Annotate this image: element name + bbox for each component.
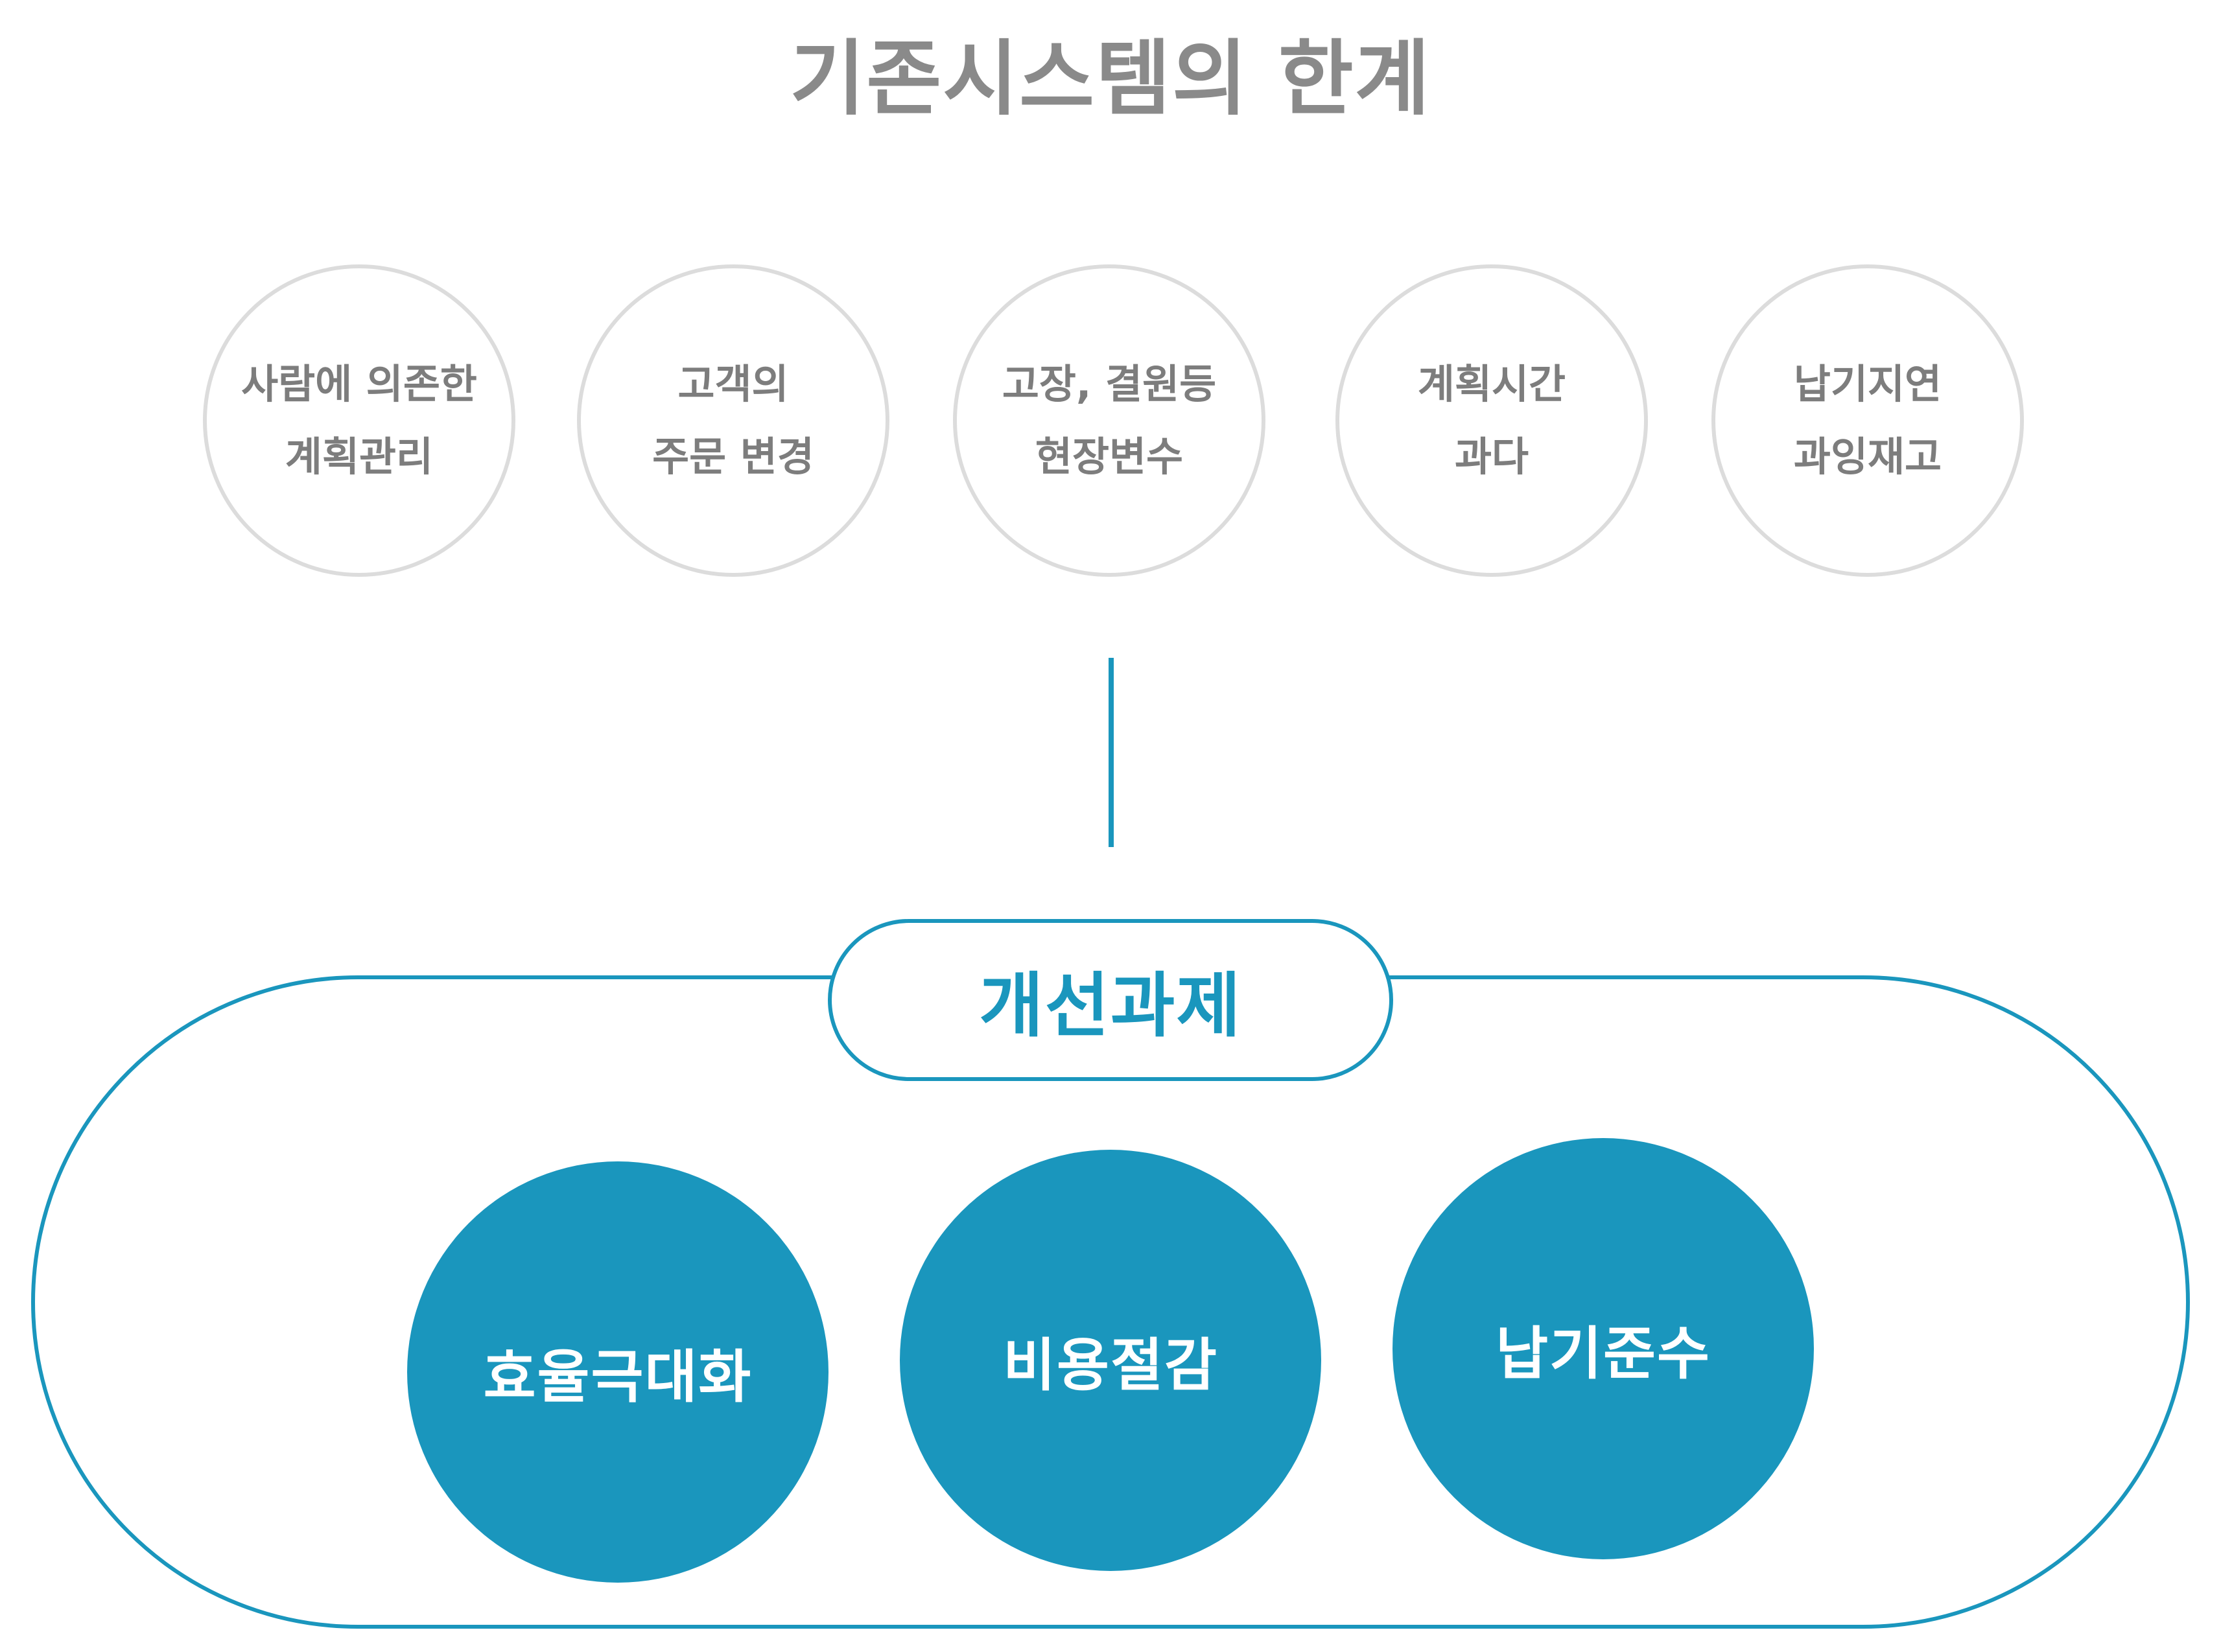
limitation-text-line2: 계획관리 — [285, 433, 434, 480]
diagram-title: 기존시스템의 한계 — [790, 31, 1431, 126]
limitation-text-line1: 계획시간 — [1417, 360, 1566, 408]
limitation-text-line1: 고객의 — [677, 360, 789, 408]
limitation-circle-order-change: 고객의 주문 변경 — [577, 264, 889, 577]
limitation-text-line1: 사람에 의존한 — [241, 360, 477, 408]
goal-circle-delivery-compliance: 납기준수 — [1393, 1138, 1814, 1559]
limitation-text-line2: 현장변수 — [1035, 433, 1184, 480]
limitation-text-line2: 과다 — [1454, 433, 1529, 480]
goal-circle-cost-reduction: 비용절감 — [900, 1150, 1321, 1571]
limitation-text-line2: 과잉재고 — [1793, 433, 1942, 480]
improvement-label: 개선과제 — [828, 919, 1393, 1081]
goal-circle-efficiency: 효율극대화 — [407, 1161, 828, 1583]
limitation-circle-field-variables: 고장, 결원등 현장변수 — [953, 264, 1265, 577]
connector-line — [1109, 658, 1114, 847]
limitation-circle-manual-planning: 사람에 의존한 계획관리 — [203, 264, 515, 577]
limitation-text-line2: 주문 변경 — [652, 433, 814, 480]
limitation-text-line1: 고장, 결원등 — [1002, 360, 1217, 408]
limitation-text-line1: 납기지연 — [1793, 360, 1942, 408]
limitation-circle-delivery-inventory: 납기지연 과잉재고 — [1711, 264, 2024, 577]
limitation-circle-planning-time: 계획시간 과다 — [1335, 264, 1648, 577]
